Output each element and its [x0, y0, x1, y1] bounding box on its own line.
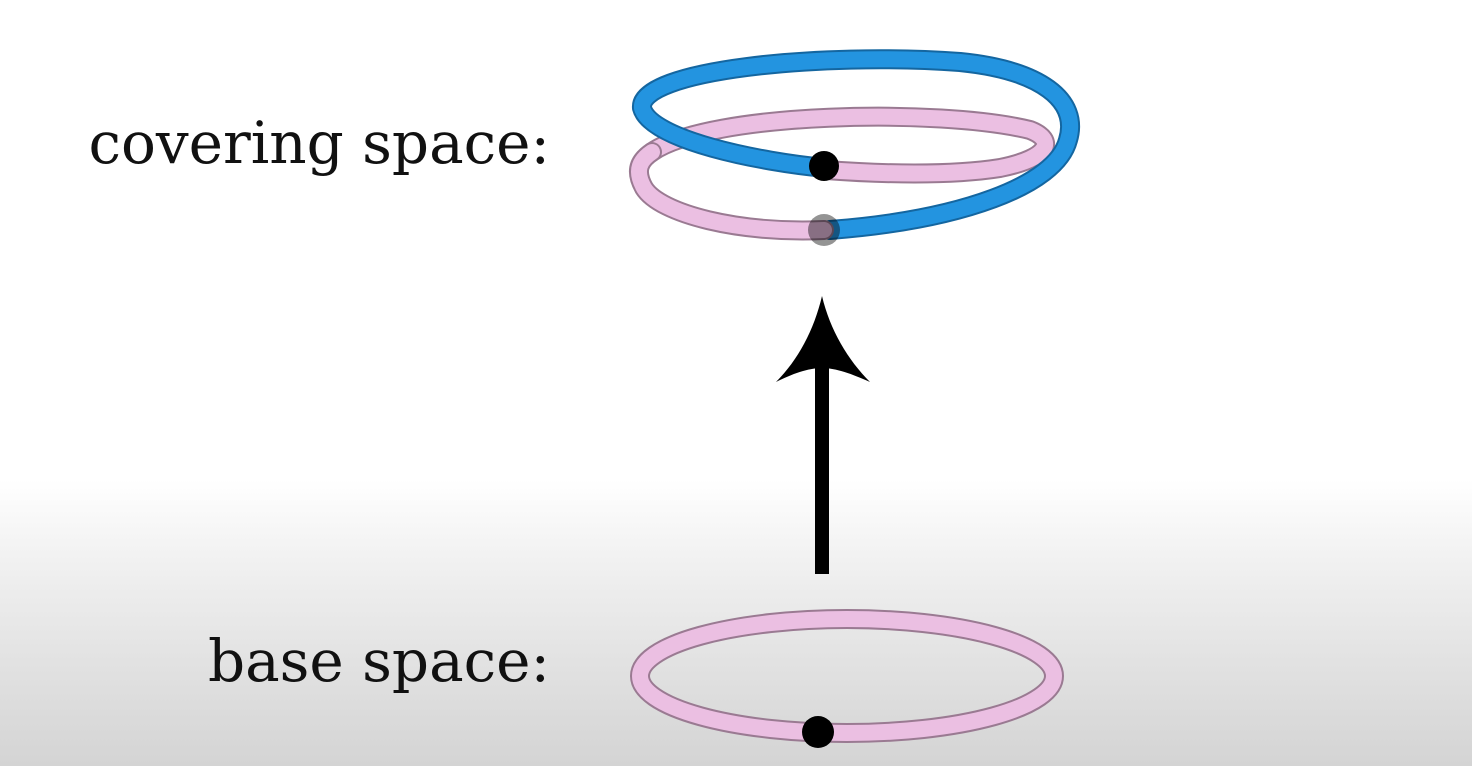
covering-space-figure [628, 49, 1080, 246]
covering-blue-top-fill [634, 51, 1078, 238]
covering-pink-back-fill [644, 108, 1053, 182]
covering-lift-point-lower [808, 214, 840, 246]
covering-space-label: covering space: [88, 109, 550, 177]
base-point [802, 716, 834, 748]
arrow-shaft [815, 340, 829, 574]
projection-arrow [776, 296, 870, 574]
arrow-head [776, 296, 870, 382]
base-space-figure [630, 609, 1064, 748]
covering-lift-point-upper [809, 151, 839, 181]
base-space-label: base space: [207, 627, 550, 695]
covering-pink-front-fill [630, 144, 832, 239]
base-circle [632, 611, 1062, 741]
